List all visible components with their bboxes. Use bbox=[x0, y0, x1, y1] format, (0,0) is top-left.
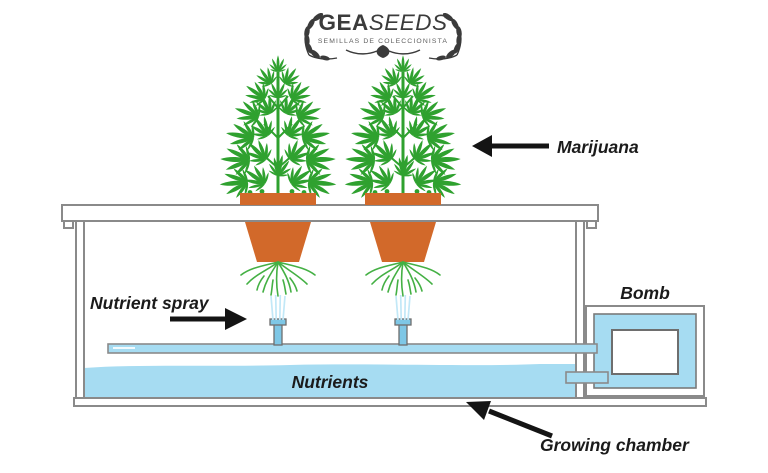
sprinkler-nozzle bbox=[394, 294, 412, 346]
chamber-left-wall bbox=[75, 220, 85, 400]
plant-pot bbox=[240, 189, 316, 297]
spray-pipe bbox=[107, 343, 598, 354]
pump-inner-box bbox=[611, 329, 679, 375]
marijuana-label: Marijuana bbox=[557, 137, 639, 157]
growing-chamber-label: Growing chamber bbox=[540, 435, 690, 455]
arrow-up-left-icon bbox=[466, 401, 491, 420]
logo-brand-italic: SEEDS bbox=[369, 10, 448, 35]
plant-roots bbox=[240, 261, 316, 297]
logo: GEASEEDS SEMILLAS DE COLECCIONISTA bbox=[302, 10, 464, 63]
spray-mist bbox=[395, 294, 411, 321]
chamber-floor bbox=[73, 397, 707, 407]
marijuana-plant bbox=[218, 55, 337, 200]
pump bbox=[585, 305, 705, 397]
sprinkler-nozzle bbox=[269, 294, 287, 346]
bomb-label: Bomb bbox=[620, 283, 670, 303]
arrow-left-icon bbox=[472, 135, 492, 157]
growing-chamber-callout: Growing chamber bbox=[466, 401, 690, 455]
nutrient-spray-label: Nutrient spray bbox=[90, 293, 210, 313]
logo-tagline: SEMILLAS DE COLECCIONISTA bbox=[318, 38, 448, 45]
nutrients-label: Nutrients bbox=[292, 372, 369, 392]
logo-flourish-icon bbox=[345, 45, 421, 58]
nutrient-solution bbox=[84, 364, 576, 398]
nutrient-spray-callout: Nutrient spray bbox=[90, 293, 247, 330]
chamber-lid bbox=[61, 204, 599, 229]
arrow-right-icon bbox=[225, 308, 247, 330]
pump-intake-pipe bbox=[565, 371, 609, 384]
plant-pot bbox=[365, 189, 441, 297]
marijuana-plant bbox=[343, 55, 462, 200]
plant-roots bbox=[365, 261, 441, 297]
logo-brand-bold: GEA bbox=[318, 10, 368, 35]
marijuana-callout: Marijuana bbox=[472, 135, 639, 157]
spray-mist bbox=[270, 294, 286, 321]
logo-brand: GEASEEDS bbox=[318, 10, 447, 35]
spray-pipe-highlight bbox=[113, 347, 135, 349]
